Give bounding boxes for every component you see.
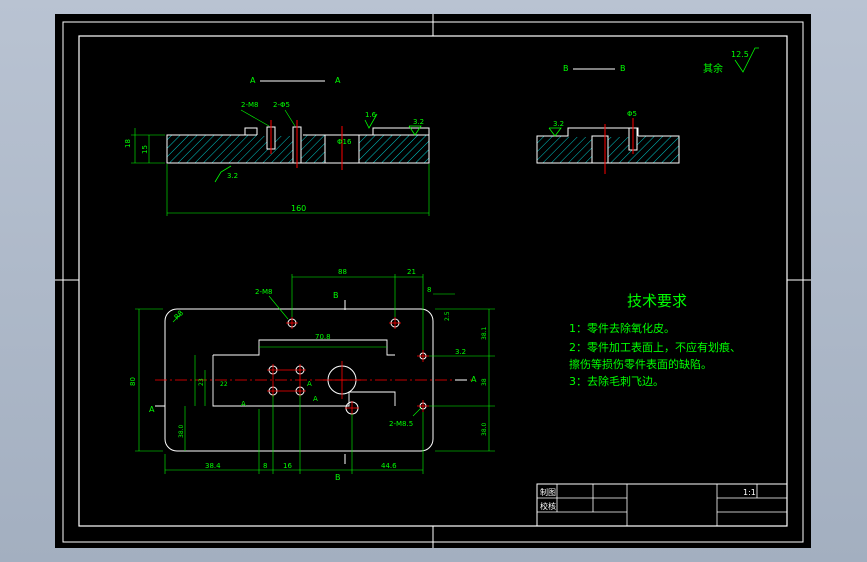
marker-a-inner-1: A xyxy=(241,400,246,408)
dim-holes-top: 2-M8 xyxy=(255,288,272,296)
dim-top-span: 88 xyxy=(338,268,347,276)
section-aa-view: 18 15 160 2-M8 2-Φ5 Φ16 1.6 3.2 3.2 xyxy=(124,101,430,216)
dim-bottom-3: 16 xyxy=(283,462,292,470)
section-bb-view: Φ5 3.2 xyxy=(536,110,680,174)
marker-a-inner-3: A xyxy=(313,395,318,403)
dim-bottom-2: 8 xyxy=(263,462,267,470)
dim-holes-bottom: 2-M8.5 xyxy=(389,420,413,428)
dim-height-body: 15 xyxy=(141,145,149,154)
dim-right-small: 8 xyxy=(427,286,431,294)
label-b-right: B xyxy=(620,64,626,73)
plan-view: 2-M8 R8 88 21 8 2.5 38.1 38 38.0 70.8 22… xyxy=(129,268,495,482)
tech-line-3: 擦伤等损伤零件表面的缺陷。 xyxy=(569,357,712,371)
dim-height-total: 18 xyxy=(124,139,132,148)
dim-right-v2: 38.1 xyxy=(481,326,488,340)
roughness-r3: 3.2 xyxy=(227,172,238,180)
roughness-rest-label: 其余 xyxy=(703,62,723,75)
label-a-left: A xyxy=(250,76,256,85)
tech-line-1: 1：零件去除氧化皮。 xyxy=(569,321,675,335)
dim-bore: Φ16 xyxy=(337,138,352,146)
drawing-svg: A A xyxy=(55,14,811,548)
roughness-r1: 1.6 xyxy=(365,111,377,119)
dim-left-v1: 22 xyxy=(220,381,228,388)
marker-a-right: A xyxy=(471,375,477,384)
roughness-r5: 3.2 xyxy=(455,348,466,356)
marker-a-left: A xyxy=(149,405,155,414)
dim-holes-b: 2-Φ5 xyxy=(273,101,290,109)
marker-a-inner-2: A xyxy=(307,380,312,388)
tb-row2-label: 校核 xyxy=(540,501,556,511)
dim-inner-width: 70.8 xyxy=(315,333,331,341)
label-b-left: B xyxy=(563,64,569,73)
sheet-frame xyxy=(55,14,811,548)
roughness-r4: 3.2 xyxy=(553,120,564,128)
dim-holes-a: 2-M8 xyxy=(241,101,258,109)
section-label-bb: B B xyxy=(563,64,626,73)
dim-top-right: 21 xyxy=(407,268,416,276)
roughness-r2: 3.2 xyxy=(413,118,424,126)
dim-bottom-1: 38.4 xyxy=(205,462,221,470)
tech-line-2: 2：零件加工表面上，不应有划痕、 xyxy=(569,340,741,354)
drawing-canvas[interactable]: A A xyxy=(55,14,811,548)
label-a-right: A xyxy=(335,76,341,85)
dim-bottom-4: 44.6 xyxy=(381,462,397,470)
dim-length: 160 xyxy=(291,204,306,213)
marker-b-top: B xyxy=(333,291,339,300)
roughness-rest-value: 12.5 xyxy=(731,50,749,59)
tech-title: 技术要求 xyxy=(627,292,687,310)
tech-requirements: 技术要求 1：零件去除氧化皮。 2：零件加工表面上，不应有划痕、 擦伤等损伤零件… xyxy=(569,292,741,388)
dim-bb-hole: Φ5 xyxy=(627,110,637,118)
dim-corner-radius: R8 xyxy=(173,309,185,321)
tb-scale: 1:1 xyxy=(743,488,756,497)
section-label-aa: A A xyxy=(250,76,341,85)
dim-left-total: 80 xyxy=(129,377,137,386)
dim-left-v2: 23 xyxy=(198,378,205,386)
dim-left-low: 38.0 xyxy=(178,424,185,438)
dim-right-v1: 2.5 xyxy=(444,311,451,321)
tech-line-4: 3：去除毛刺飞边。 xyxy=(569,374,664,388)
title-block: 制图 校核 1:1 xyxy=(536,483,788,527)
dim-right-v3: 38 xyxy=(481,378,488,386)
dim-right-v4: 38.0 xyxy=(481,422,488,436)
roughness-rest: 其余 12.5 xyxy=(703,47,759,75)
marker-b-bottom: B xyxy=(335,473,341,482)
tb-row1-label: 制图 xyxy=(540,487,556,497)
